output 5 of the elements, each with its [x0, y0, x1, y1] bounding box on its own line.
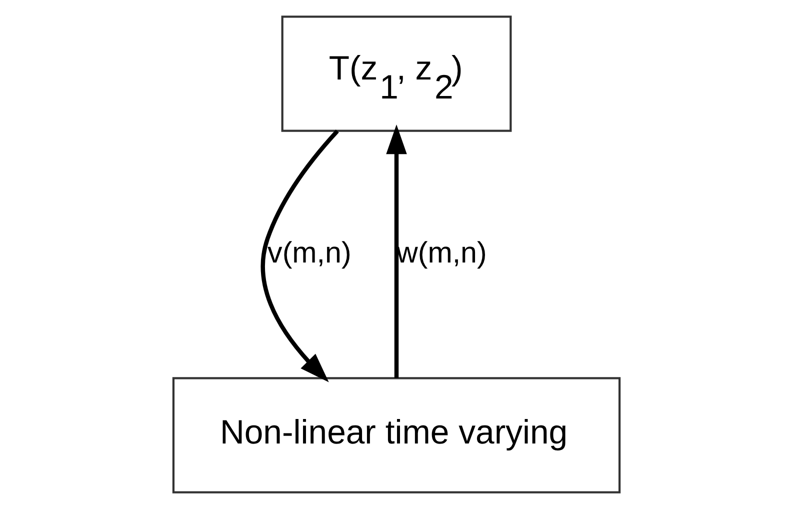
node-box: Non-linear time varying — [172, 377, 620, 494]
edge-label: w(m,n) — [396, 236, 486, 270]
arrow — [386, 124, 406, 378]
arrow — [260, 130, 338, 382]
edge-label: v(m,n) — [267, 236, 351, 270]
